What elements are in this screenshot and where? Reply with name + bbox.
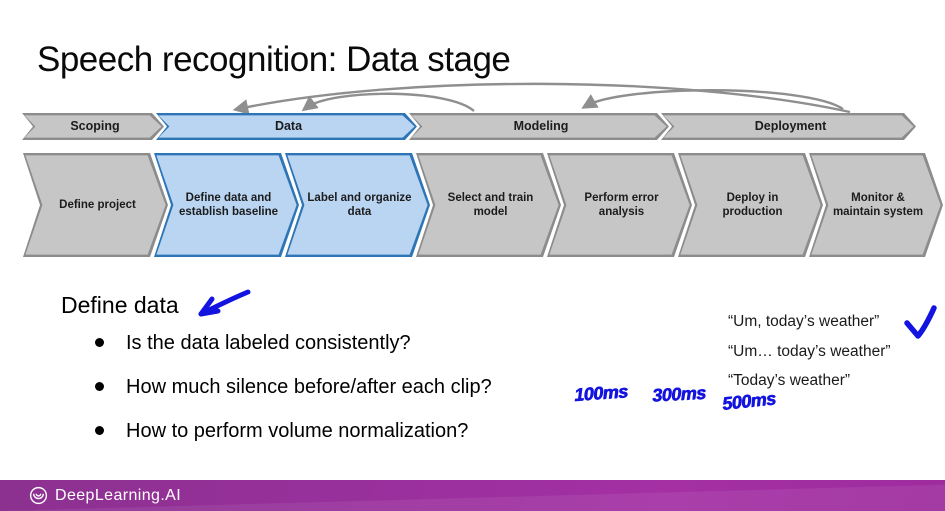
stage-chevron-scoping: Scoping	[22, 113, 164, 140]
step-label: Deploy in production	[722, 191, 783, 218]
page-title: Speech recognition: Data stage	[37, 40, 511, 79]
brand: DeepLearning.AI	[28, 480, 181, 511]
hand-arrow-icon	[198, 289, 251, 317]
step-chevron-define-data: Define data and establish baseline	[154, 153, 299, 257]
stage-chevron-modeling: Modeling	[409, 113, 669, 140]
handwriting-100ms: 100ms	[573, 381, 629, 405]
handwriting-500ms: 500ms	[721, 388, 777, 414]
quote-item: “Um, today’s weather”	[728, 313, 880, 330]
check-icon	[904, 305, 937, 339]
step-label: Select and train model	[447, 191, 534, 218]
quote-list: “Um, today’s weather” “Um… today’s weath…	[728, 307, 891, 396]
step-chevron-define-project: Define project	[23, 153, 168, 257]
section-heading: Define data	[61, 292, 179, 318]
bullet-list: Is the data labeled consistently? How mu…	[93, 331, 613, 463]
footer-bar: DeepLearning.AI	[0, 480, 945, 511]
stage-chevron-deployment: Deployment	[661, 113, 916, 140]
stage-label: Deployment	[754, 118, 827, 133]
stage-chevron-data: Data	[156, 113, 417, 140]
step-label: Monitor & maintain system	[832, 191, 924, 218]
bullet-item: How much silence before/after each clip?	[93, 375, 613, 399]
step-chevron-error-analysis: Perform error analysis	[547, 153, 692, 257]
bullet-item: How to perform volume normalization?	[93, 419, 613, 443]
step-label: Label and organize data	[307, 191, 412, 218]
step-label: Perform error analysis	[584, 191, 659, 218]
quote-item: “Today’s weather”	[728, 372, 851, 389]
step-label: Define project	[59, 198, 136, 211]
stage-label: Data	[274, 118, 303, 133]
bullet-item: Is the data labeled consistently?	[93, 331, 613, 355]
step-chevron-deploy: Deploy in production	[678, 153, 823, 257]
step-label: Define data and establish baseline	[178, 191, 279, 218]
step-chevron-train-model: Select and train model	[416, 153, 561, 257]
step-chevron-monitor: Monitor & maintain system	[809, 153, 943, 257]
stage-label: Scoping	[70, 118, 120, 133]
quote-item: “Um… today’s weather”	[728, 342, 891, 360]
step-chevron-label-data: Label and organize data	[285, 153, 430, 257]
handwriting-300ms: 300ms	[651, 382, 707, 406]
stage-label: Modeling	[513, 118, 569, 133]
brand-logo-icon	[29, 486, 48, 505]
brand-name: DeepLearning.AI	[55, 486, 182, 504]
